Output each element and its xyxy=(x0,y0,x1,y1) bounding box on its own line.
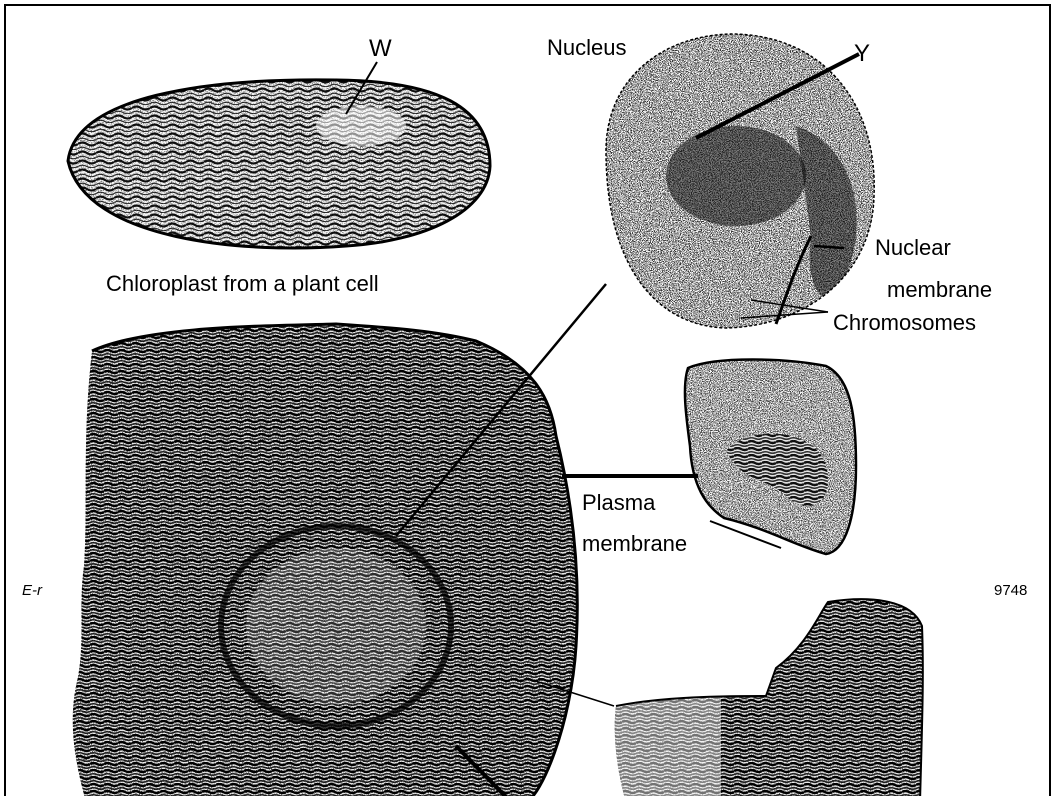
large-cell-illustration xyxy=(66,316,586,796)
nucleus-illustration xyxy=(601,31,881,331)
footer-left-code: E-r xyxy=(22,583,42,598)
label-w: W xyxy=(369,37,392,61)
cell-diagram-art xyxy=(6,6,1051,796)
fragment-illustration xyxy=(606,591,936,796)
label-nuclear-membrane-line1: Nuclear xyxy=(875,237,951,259)
footer-right-code: 9748 xyxy=(994,583,1027,598)
label-chromosomes: Chromosomes xyxy=(833,312,976,334)
chloroplast-illustration xyxy=(61,66,501,266)
label-nucleus: Nucleus xyxy=(547,37,626,59)
diagram-frame: W Nucleus Y Chloroplast from a plant cel… xyxy=(4,4,1051,796)
label-y: Y xyxy=(854,42,870,66)
label-plasma-membrane-line2: membrane xyxy=(582,533,687,555)
chloroplast-caption: Chloroplast from a plant cell xyxy=(106,273,379,295)
small-organelle-illustration xyxy=(682,351,862,561)
label-plasma-membrane-line1: Plasma xyxy=(582,492,655,514)
label-nuclear-membrane-line2: membrane xyxy=(887,279,992,301)
